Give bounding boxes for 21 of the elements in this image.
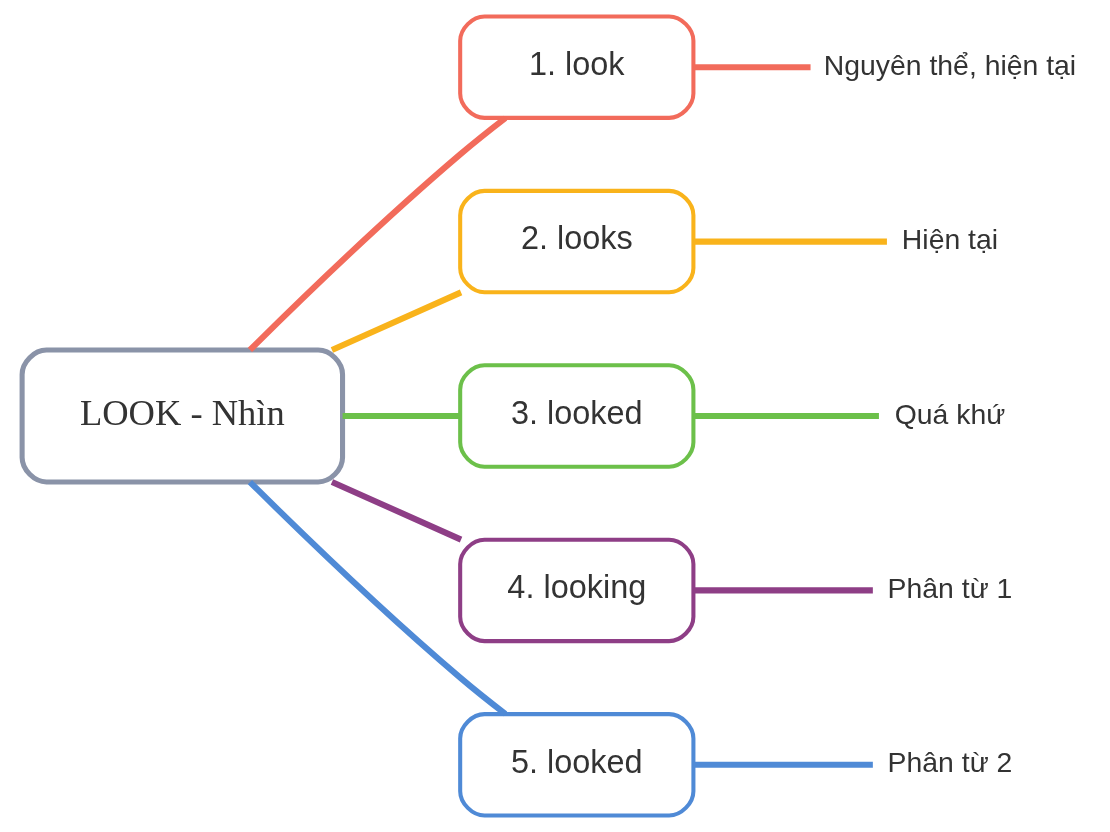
node-text: Hiện tại <box>901 223 998 256</box>
connector <box>693 587 873 594</box>
connector <box>693 761 873 768</box>
connector <box>693 412 879 420</box>
node-box: 3. looked <box>457 363 695 469</box>
connector <box>330 289 462 353</box>
node-box: 2. looks <box>457 188 695 295</box>
node-box: LOOK - Nhìn <box>19 347 345 485</box>
node-box: 1. look <box>457 14 695 120</box>
node-box: 5. looked <box>457 712 695 818</box>
connector <box>247 115 507 353</box>
node-text: Quá khứ <box>894 397 1005 430</box>
connector <box>342 412 460 420</box>
node-text: Nguyên thể, hiện tại <box>823 48 1076 81</box>
node-text: Phân từ 2 <box>887 746 1012 779</box>
node-text: Phân từ 1 <box>887 571 1012 604</box>
node-box: 4. looking <box>457 537 695 644</box>
connector <box>693 238 887 245</box>
connector <box>247 479 507 717</box>
connector <box>693 64 811 71</box>
connector <box>330 479 462 543</box>
